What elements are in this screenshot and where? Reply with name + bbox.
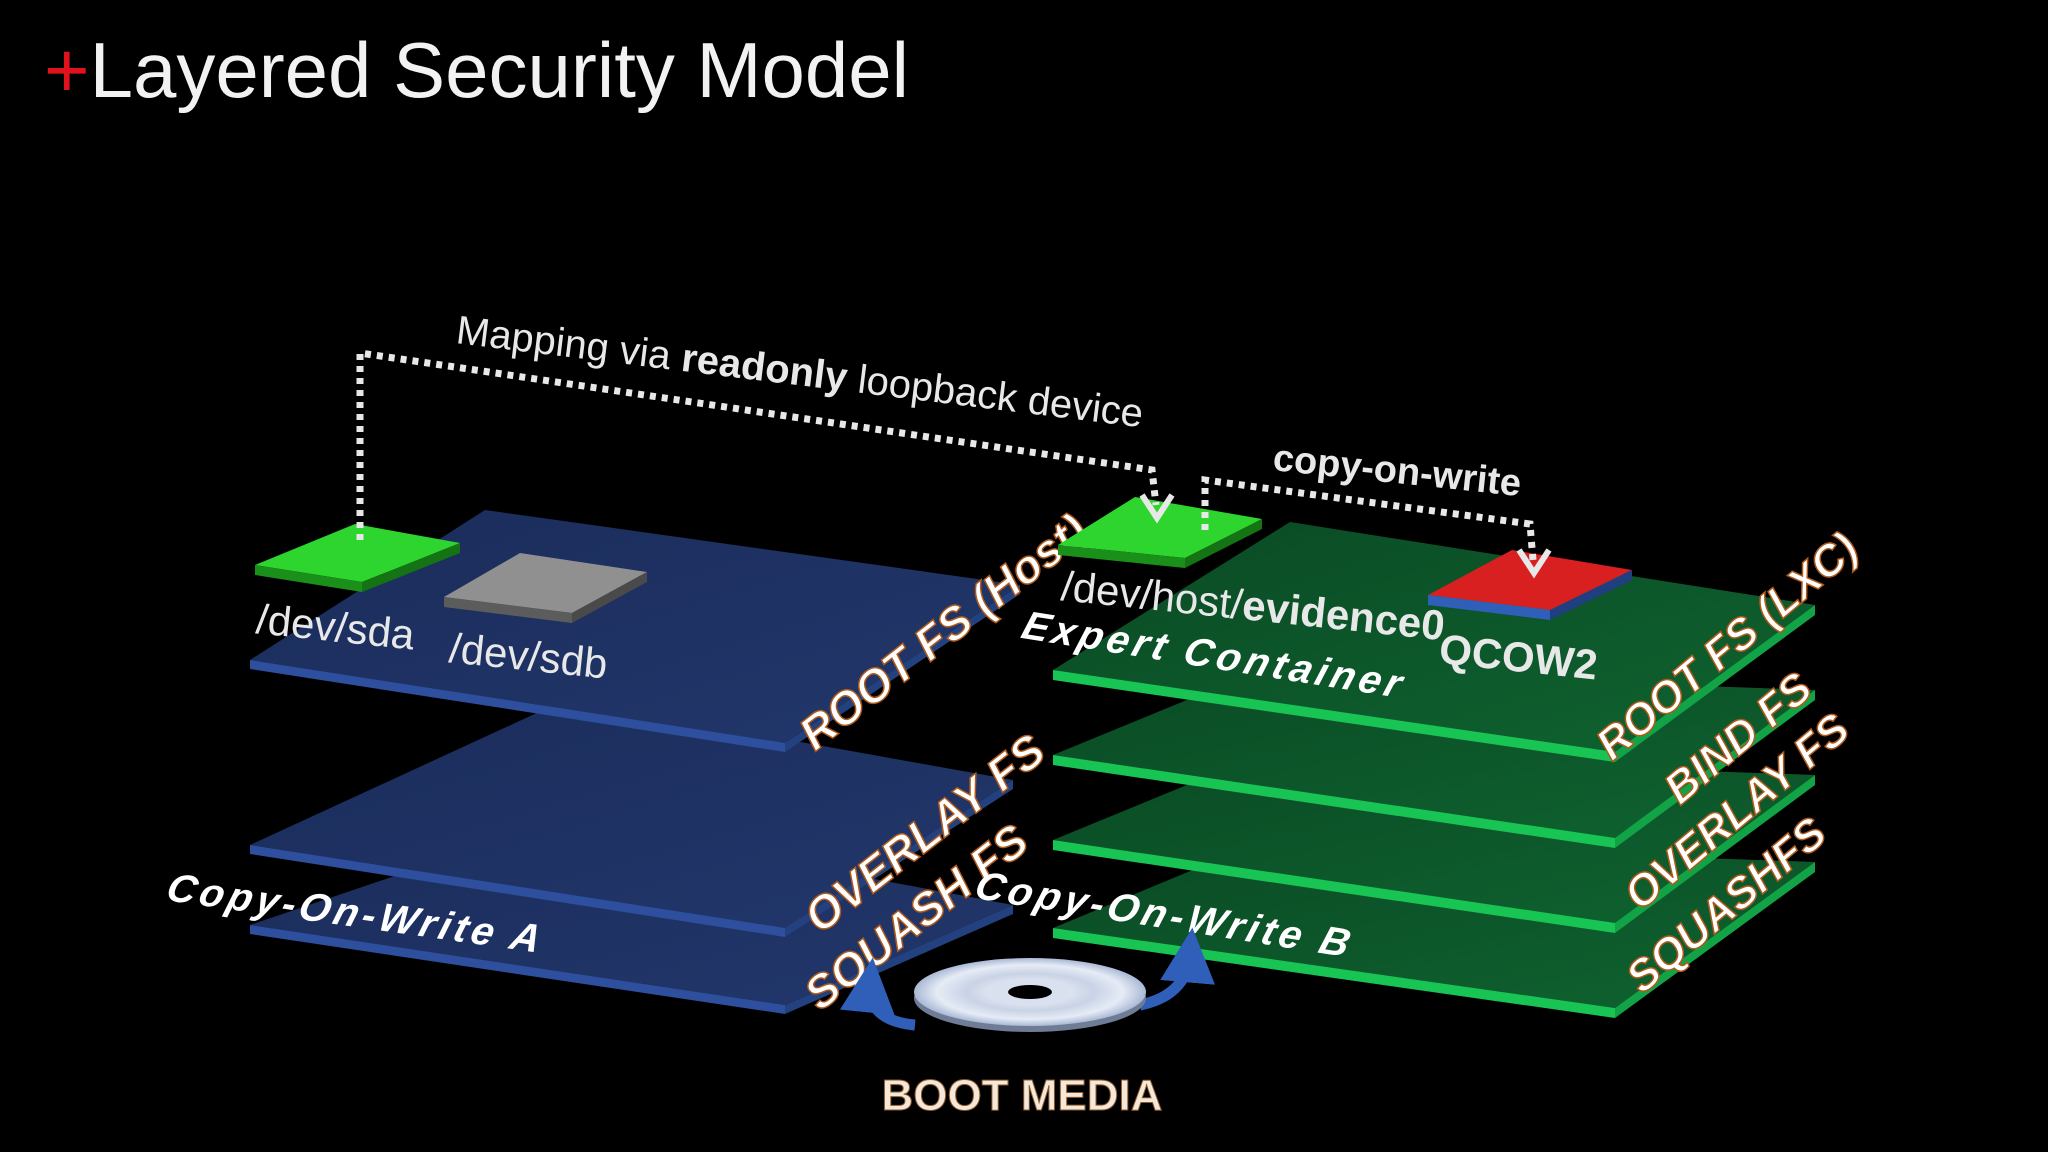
evidence0-label: /dev/host/evidence0 xyxy=(1059,562,1447,649)
boot-arrow-left-icon xyxy=(839,957,916,1031)
slide-title: +Layered Security Model xyxy=(44,22,909,118)
host-stack: /dev/sda /dev/sdb ROOT FS (Host) OVERLAY… xyxy=(162,503,1098,1021)
copy-on-write-line xyxy=(1201,475,1537,561)
mapping-connector xyxy=(356,348,1537,561)
device-sdb-tile[interactable] xyxy=(444,553,647,623)
optical-disc-icon[interactable] xyxy=(914,958,1146,1032)
mapping-bold: readonly xyxy=(679,336,851,400)
boot-arrow-right-icon xyxy=(1138,927,1215,1011)
container-stack: /dev/host/evidence0 QCOW2 Expert Contain… xyxy=(970,497,1868,1018)
copy-on-write-annotation: copy-on-write xyxy=(1271,437,1523,505)
mapping-suffix: loopback device xyxy=(844,356,1145,436)
mapping-arrow-icon xyxy=(1139,493,1175,524)
boot-media: BOOT MEDIA xyxy=(839,927,1215,1121)
title-plus-icon: + xyxy=(44,26,90,114)
title-text: Layered Security Model xyxy=(89,26,909,114)
device-sda-tile[interactable] xyxy=(255,524,460,592)
host-layer-overlay xyxy=(250,700,1013,937)
boot-media-label: BOOT MEDIA xyxy=(881,1071,1162,1120)
evidence0-tile[interactable] xyxy=(1058,497,1262,568)
qcow2-tile[interactable] xyxy=(1428,550,1632,620)
mapping-annotation: Mapping via readonly loopback device xyxy=(454,308,1146,436)
host-layer-root xyxy=(250,510,1020,752)
copy-on-write-arrow-icon xyxy=(1516,548,1552,579)
mapping-arrowheads xyxy=(1139,493,1552,579)
